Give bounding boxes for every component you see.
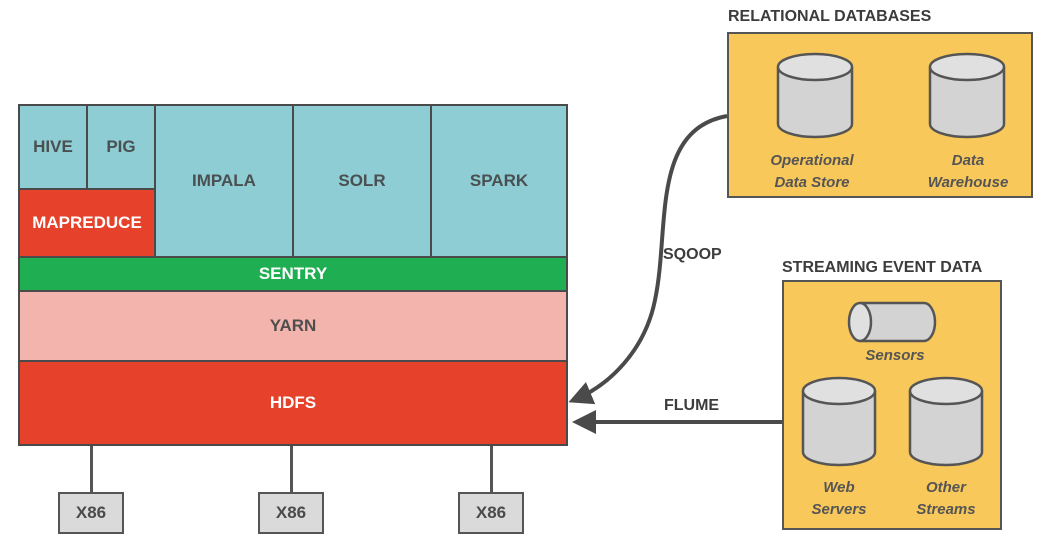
x86-node-label: X86 [75, 503, 107, 522]
x86-node-label: X86 [275, 503, 307, 522]
data-warehouse-label: Data Warehouse [927, 152, 1009, 191]
spark-label: SPARK [469, 171, 529, 190]
flume-label: FLUME [664, 397, 720, 414]
data-warehouse-cylinder-icon [928, 52, 1006, 139]
other-streams-label: Other Streams [916, 479, 976, 518]
sqoop-label: SQOOP [663, 246, 722, 263]
x86-node: X86 [458, 492, 524, 534]
impala-label: IMPALA [192, 171, 256, 190]
hdfs-block: HDFS [18, 360, 568, 446]
node-connector-2 [290, 446, 293, 492]
web-servers-label: Web Servers [811, 479, 867, 518]
sentry-label: SENTRY [258, 264, 328, 283]
hive-block: HIVE [18, 104, 88, 190]
x86-node: X86 [58, 492, 124, 534]
hdfs-label: HDFS [269, 393, 317, 412]
node-connector-3 [490, 446, 493, 492]
yarn-label: YARN [269, 316, 317, 335]
sentry-block: SENTRY [18, 256, 568, 292]
sensors-label: Sensors [865, 347, 925, 364]
other-streams-cylinder-icon [908, 376, 984, 467]
mapreduce-block: MAPREDUCE [18, 188, 156, 258]
solr-label: SOLR [338, 171, 386, 190]
operational-data-store-cylinder-icon [776, 52, 854, 139]
spark-block: SPARK [430, 104, 568, 258]
node-connector-1 [90, 446, 93, 492]
pig-label: PIG [106, 137, 136, 156]
sqoop-arrow [568, 114, 728, 405]
solr-block: SOLR [292, 104, 432, 258]
x86-node-label: X86 [475, 503, 507, 522]
streaming-event-data-heading: STREAMING EVENT DATA [782, 259, 983, 276]
web-servers-cylinder-icon [801, 376, 877, 467]
sensors-pipe-icon [847, 301, 937, 343]
operational-data-store-label: Operational Data Store [770, 152, 854, 191]
x86-node: X86 [258, 492, 324, 534]
mapreduce-label: MAPREDUCE [32, 213, 142, 232]
relational-databases-heading: RELATIONAL DATABASES [728, 8, 932, 25]
hive-label: HIVE [33, 137, 73, 156]
